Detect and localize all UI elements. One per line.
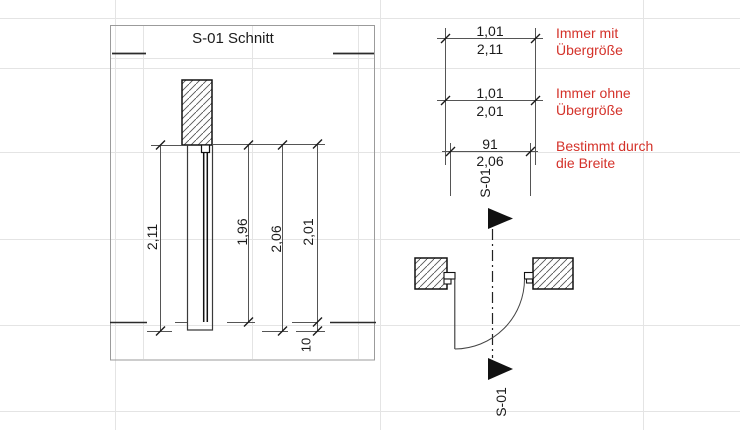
wall-left-plan [414, 257, 448, 290]
viewport-frame [110, 25, 375, 361]
section-marker-label-bottom: S-01 [493, 387, 509, 417]
dim-label-frame-height: 2,06 [268, 225, 284, 253]
annotation-line: Übergröße [556, 42, 623, 58]
dim-row3-above: 91 [482, 136, 498, 152]
lintel-hatched-section [181, 79, 213, 146]
annotation-line: Immer ohne [556, 85, 631, 101]
annotation-line: Bestimmt durch [556, 138, 654, 154]
dim-row3-below: 2,06 [476, 153, 504, 169]
annotation-line: die Breite [556, 155, 616, 171]
dim-row2-below: 2,01 [476, 103, 504, 119]
door-frame-section [186, 145, 214, 331]
section-marker-label-top: S-01 [477, 168, 493, 198]
door-plan [414, 257, 574, 350]
section-arrow-bottom-icon [488, 358, 513, 380]
annotation-width-determined: Bestimmt durch die Breite [556, 138, 653, 172]
dim-label-leaf-height: 1,96 [234, 218, 250, 246]
dim-row1-below: 2,11 [476, 41, 504, 57]
door-section [181, 79, 214, 331]
door-jambs [443, 271, 534, 285]
door-leaf-section [202, 152, 209, 322]
dim-row2-above: 1,01 [476, 85, 504, 101]
annotation-line: Immer mit [556, 25, 619, 41]
door-swing-arc [454, 278, 525, 350]
section-dimension-ticks [155, 139, 323, 336]
wall-right-plan [532, 257, 574, 290]
dim-label-floor-offset: 10 [298, 337, 314, 353]
dim-label-clear-height: 2,01 [300, 218, 316, 246]
section-arrow-top-icon [488, 208, 513, 229]
annotation-with-oversize: Immer mit Übergröße [556, 25, 623, 59]
viewport-title: S-01 Schnitt [192, 30, 274, 47]
dim-row1-above: 1,01 [476, 23, 504, 39]
annotation-without-oversize: Immer ohne Übergröße [556, 85, 631, 119]
frame-head-profile [200, 144, 211, 154]
annotation-line: Übergröße [556, 102, 623, 118]
dim-label-height-oversize: 2,11 [144, 223, 160, 251]
width-dimension-lines [437, 28, 543, 196]
width-dimension-ticks [440, 33, 541, 157]
